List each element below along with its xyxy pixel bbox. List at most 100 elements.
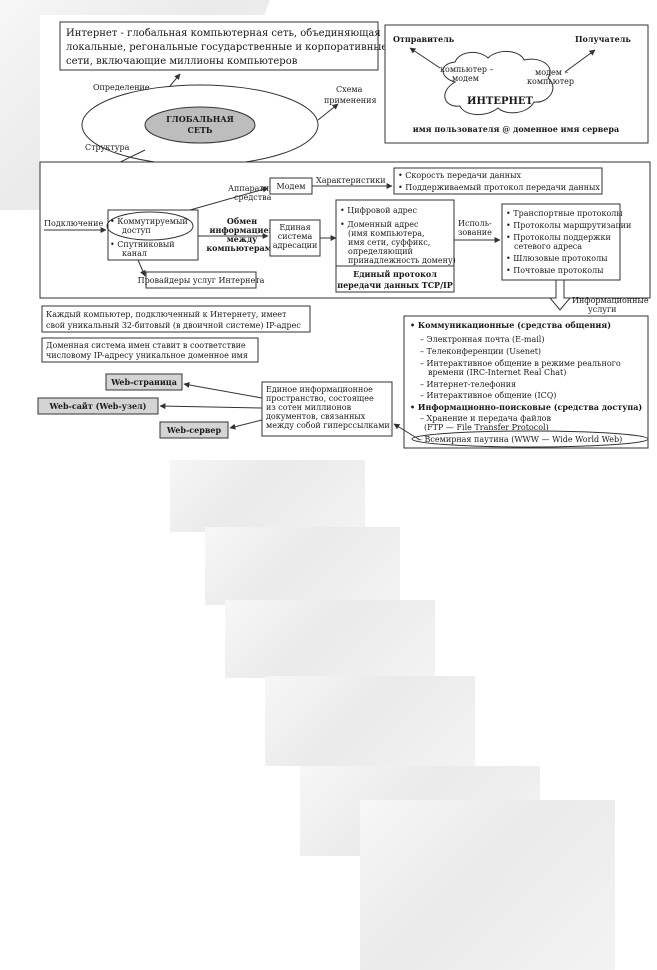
- service-category: • Информационно-поисковые (средства дост…: [410, 402, 642, 412]
- characteristics-label: Характеристики: [316, 176, 386, 185]
- background-shape: [360, 800, 615, 970]
- global-network-hub: ГЛОБАЛЬНАЯ СЕТЬ: [81, 84, 319, 166]
- protocol-item: сетевого адреса: [514, 242, 582, 251]
- dns-text: числовому IP-адресу уникальное доменное …: [46, 351, 248, 360]
- pc-modem-label: модем: [452, 74, 479, 83]
- characteristics-box: [393, 167, 603, 195]
- pc-modem-label: компьютер –: [440, 65, 494, 74]
- exchange-label: между: [227, 234, 258, 244]
- providers-box: [145, 271, 257, 289]
- protocol-item: • Транспортные протоколы: [506, 209, 623, 218]
- background-shape: [265, 676, 475, 766]
- characteristic-item: • Поддерживаемый протокол передачи данны…: [398, 183, 600, 192]
- web-site-arrow: [159, 403, 263, 410]
- definition-box: Интернет - глобальная компьютерная сеть,…: [59, 21, 387, 71]
- web-page-box: [105, 373, 183, 391]
- scheme-label: Схема: [336, 85, 363, 94]
- domain-address-item: принадлежность домену): [348, 256, 456, 265]
- scheme-label: применения: [324, 96, 377, 105]
- modem-pc-label: модем –: [535, 68, 568, 77]
- connection-label: Подключение: [44, 219, 103, 228]
- domain-address-item: имя сети, суффикс,: [348, 238, 430, 247]
- dialup-highlight: [106, 211, 194, 241]
- info-space-text: между собой гиперссылками: [266, 421, 390, 430]
- service-item: – Телеконференции (Usenet): [420, 347, 541, 356]
- dns-text: Доменная система имен ставит в соответст…: [46, 341, 246, 350]
- services-label: услуги: [588, 305, 617, 314]
- scheme-arrow: [317, 103, 339, 121]
- www-highlight: [411, 430, 649, 448]
- service-category: • Коммуникационные (средства общения): [410, 320, 611, 330]
- services-arrow: [548, 279, 572, 311]
- background-shape: [170, 452, 365, 532]
- sender-label: Отправитель: [393, 34, 455, 44]
- protocol-item: • Протоколы маршрутизации: [506, 221, 631, 230]
- ip-address-box: [41, 305, 311, 333]
- address-types-box: [335, 199, 455, 267]
- hardware-label: Аппаратные: [228, 184, 281, 193]
- info-services-box: [403, 315, 649, 449]
- service-item: времени (IRC-Internet Real Chat): [428, 368, 566, 377]
- ip-address-text: свой уникальный 32-битовый (в двоичной с…: [46, 321, 301, 330]
- receiver-arrow: [564, 49, 596, 73]
- email-address-format: имя пользователя @ доменное имя сервера: [413, 124, 619, 134]
- service-item: – Интерактивное общение (ICQ): [420, 391, 556, 400]
- protocol-item: • Протоколы поддержки: [506, 233, 611, 242]
- background-shape: [205, 527, 400, 605]
- modem-label: Модем: [277, 182, 306, 191]
- definition-line: локальные, регональные государственные и…: [66, 42, 387, 53]
- unified-label: адресации: [273, 241, 318, 250]
- definition-line: Интернет - глобальная компьютерная сеть,…: [66, 28, 381, 39]
- domain-address-item: (имя компьютера,: [348, 229, 425, 238]
- providers-arrow: [137, 259, 146, 277]
- web-site-label: Web-сайт (Web-узел): [49, 401, 147, 411]
- tcp-ip-label: передачи данных TCP/IP: [337, 280, 453, 290]
- digital-address-item: • Цифровой адрес: [340, 206, 418, 215]
- info-space-text: документов, связанных: [266, 412, 366, 421]
- scheme-box: Отправитель Получатель компьютер – модем…: [384, 24, 649, 144]
- info-space-text: пространство, состоящее: [266, 394, 374, 403]
- tcp-ip-label: Единый протокол: [353, 269, 437, 279]
- service-item: (FTP — File Transfer Protocol): [424, 423, 549, 432]
- protocol-item: • Почтовые протоколы: [506, 266, 604, 275]
- hub-label: СЕТЬ: [187, 125, 212, 135]
- hub-label: ГЛОБАЛЬНАЯ: [166, 114, 234, 124]
- service-item-www: – Всемирная паутина (WWW — Wide World We…: [418, 435, 622, 444]
- definition-label: Определение: [93, 83, 150, 92]
- service-item: – Электронная почта (E-mail): [420, 335, 544, 344]
- dialup-label: • Коммутируемый: [110, 217, 188, 226]
- service-item: – Интерактивное общение в режиме реально…: [420, 359, 621, 368]
- web-server-label: Web-сервер: [166, 425, 222, 435]
- exchange-label: Обмен: [227, 216, 257, 226]
- service-item: – Интернет-телефония: [420, 380, 516, 389]
- hardware-label: средства: [234, 193, 272, 202]
- exchange-label: информацией: [210, 225, 275, 235]
- tcp-ip-box: [335, 265, 455, 293]
- web-page-label: Web-страница: [110, 377, 177, 387]
- dns-box: [41, 337, 259, 363]
- background-shape: [225, 600, 435, 678]
- internet-label: ИНТЕРНЕТ: [467, 96, 534, 107]
- protocols-box: [501, 203, 621, 281]
- sender-arrow: [409, 47, 441, 69]
- web-server-box: [159, 421, 229, 439]
- info-space-text: из сотен миллионов: [266, 403, 352, 412]
- definition-line: сети, включающие миллионы компьютеров: [66, 56, 298, 67]
- web-page-arrow: [183, 382, 263, 399]
- receiver-label: Получатель: [575, 34, 631, 44]
- definition-arrow: [169, 73, 181, 87]
- usage-label: Исполь-: [458, 219, 492, 228]
- service-item: – Хранение и передача файлов: [420, 414, 551, 423]
- dialup-label: доступ: [122, 226, 151, 235]
- domain-address-item: определяющий: [348, 247, 413, 256]
- providers-label: Провайдеры услуг Интернета: [138, 276, 265, 285]
- www-arrow: [393, 423, 421, 441]
- info-space-text: Единое информационное: [266, 385, 373, 394]
- info-space-box: [261, 381, 393, 437]
- structure-label: Структура: [85, 143, 130, 152]
- satellite-label: канал: [122, 249, 147, 258]
- unified-label: Единая: [279, 223, 310, 232]
- ip-address-text: Каждый компьютер, подключенный к Интерне…: [46, 310, 287, 319]
- services-label: Информационные: [572, 296, 649, 305]
